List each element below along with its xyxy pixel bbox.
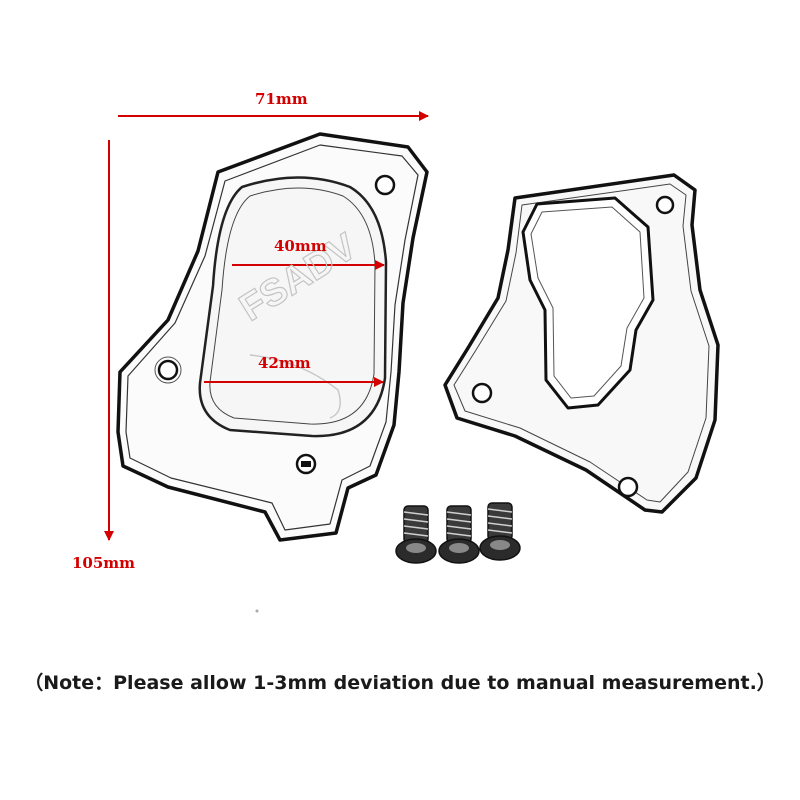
opening-bottom-dimension-label: 42mm — [258, 354, 311, 372]
measurement-note: （Note：Please allow 1-3mm deviation due t… — [24, 672, 776, 694]
screw — [479, 502, 521, 561]
width-dimension-label: 71mm — [255, 90, 308, 108]
gasket — [443, 173, 720, 514]
screw — [438, 505, 480, 564]
screw — [395, 505, 437, 564]
side-stand-plate — [116, 132, 429, 542]
height-dimension-label: 105mm — [72, 554, 136, 572]
opening-top-dimension-label: 40mm — [274, 237, 327, 255]
